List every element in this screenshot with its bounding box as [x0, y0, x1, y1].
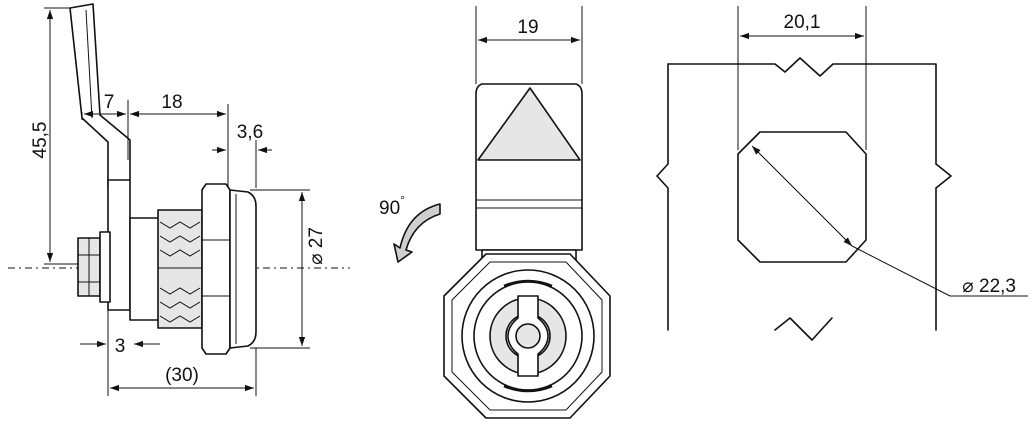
side-view: 45,5 7 18 3,6 ⌀ 27 3 (30)	[8, 3, 350, 396]
cam-triangle-mark	[477, 87, 581, 161]
dim-lever-height: 45,5	[30, 122, 51, 159]
threaded-body	[157, 209, 203, 329]
rotation-arrow	[393, 203, 441, 263]
dim-cutout-width: 20,1	[784, 12, 821, 33]
lever-arm	[69, 3, 131, 187]
flange	[229, 189, 257, 349]
dim-body-length: 18	[161, 92, 182, 113]
rotation-angle: 90°	[379, 193, 405, 219]
panel-outline	[667, 57, 952, 331]
hex-nut	[201, 183, 231, 355]
dim-cam-width: 19	[517, 17, 538, 38]
body-sleeve	[129, 217, 161, 321]
cutout-view: ⌀ 22,3 20,1	[656, 6, 1028, 341]
dim-nut-thickness: 3	[115, 336, 126, 357]
cam-plate	[107, 179, 131, 311]
dim-overall-length: (30)	[165, 365, 199, 386]
dim-flange-diameter: ⌀ 27	[306, 227, 327, 265]
dim-cutout-diameter: ⌀ 22,3	[962, 276, 1016, 297]
dim-flange-thickness: 3,6	[237, 122, 263, 143]
dim-lever-offset: 7	[104, 92, 115, 113]
front-view: 90° 19	[379, 6, 611, 419]
